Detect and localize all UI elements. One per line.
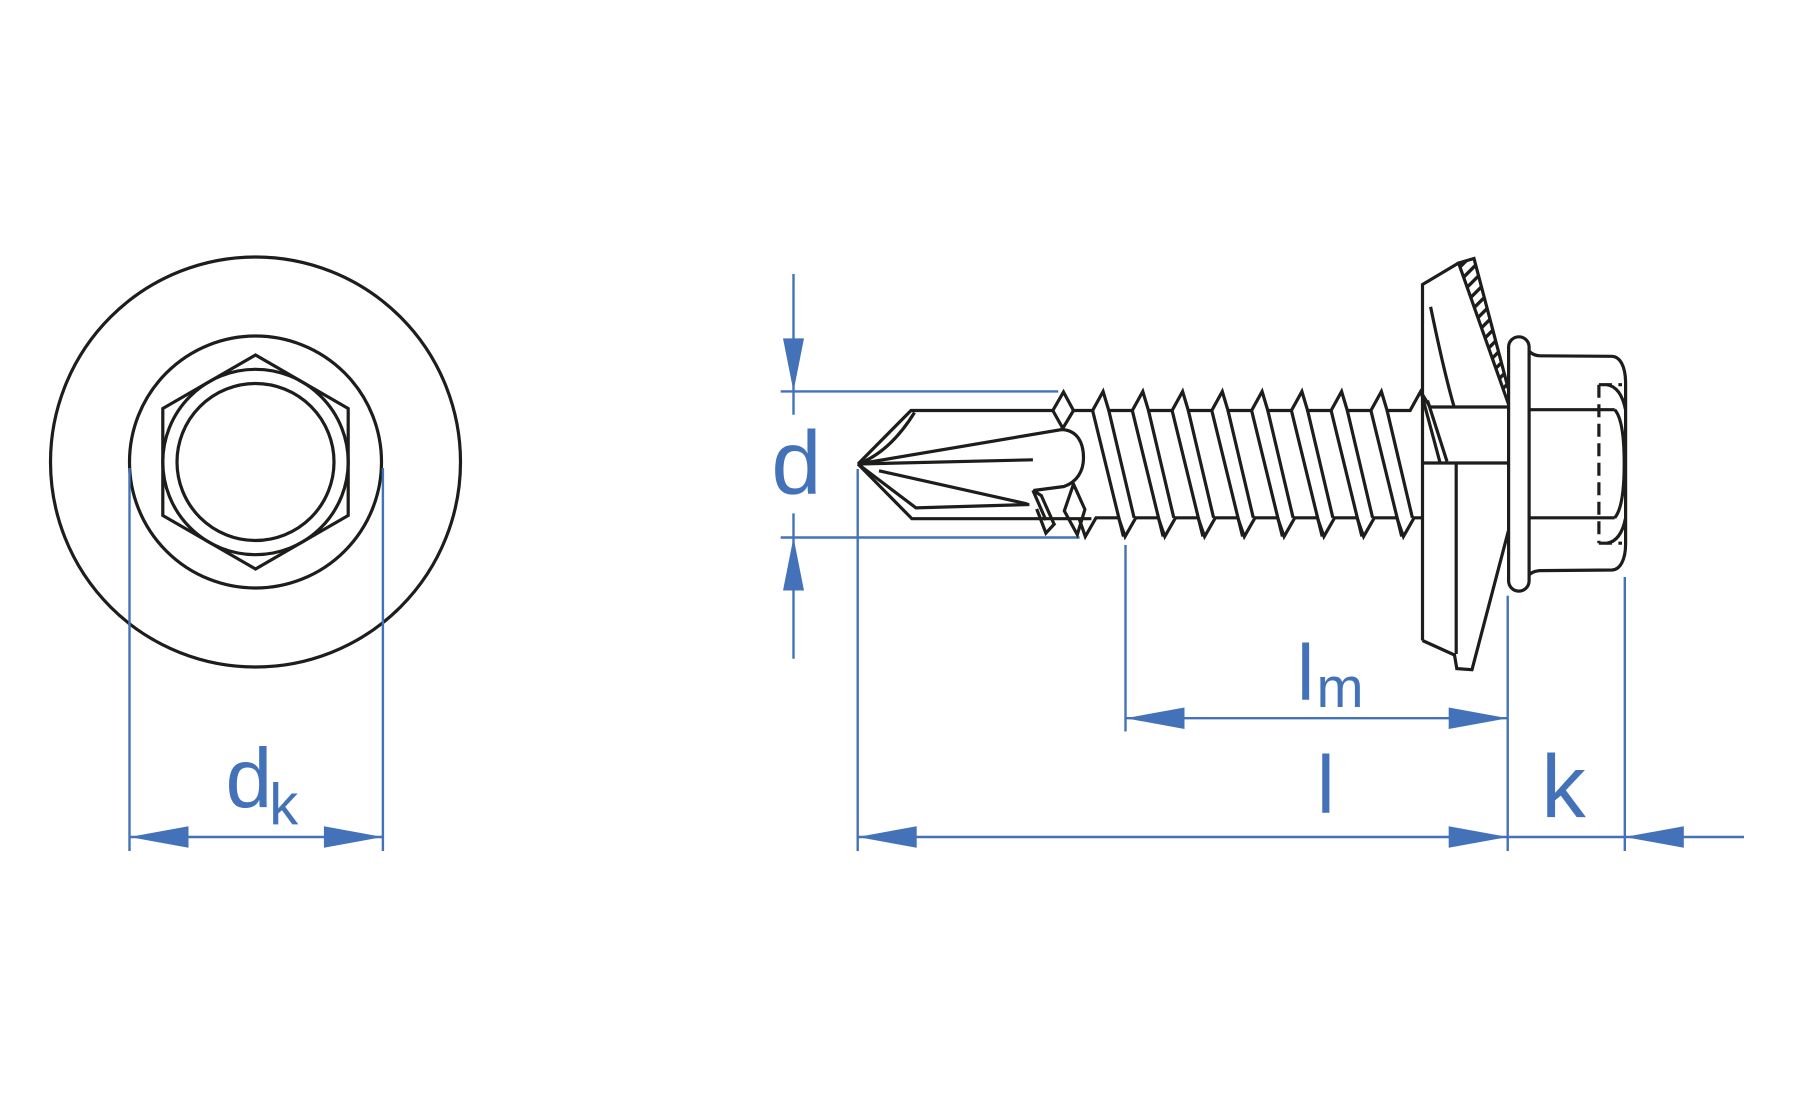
svg-text:d: d [771,414,821,514]
svg-text:k: k [1541,736,1586,836]
svg-text:l: l [1317,739,1335,830]
svg-text:m: m [1317,656,1364,719]
svg-text:l: l [1297,627,1315,716]
svg-text:d: d [226,731,273,825]
svg-text:k: k [269,773,299,838]
